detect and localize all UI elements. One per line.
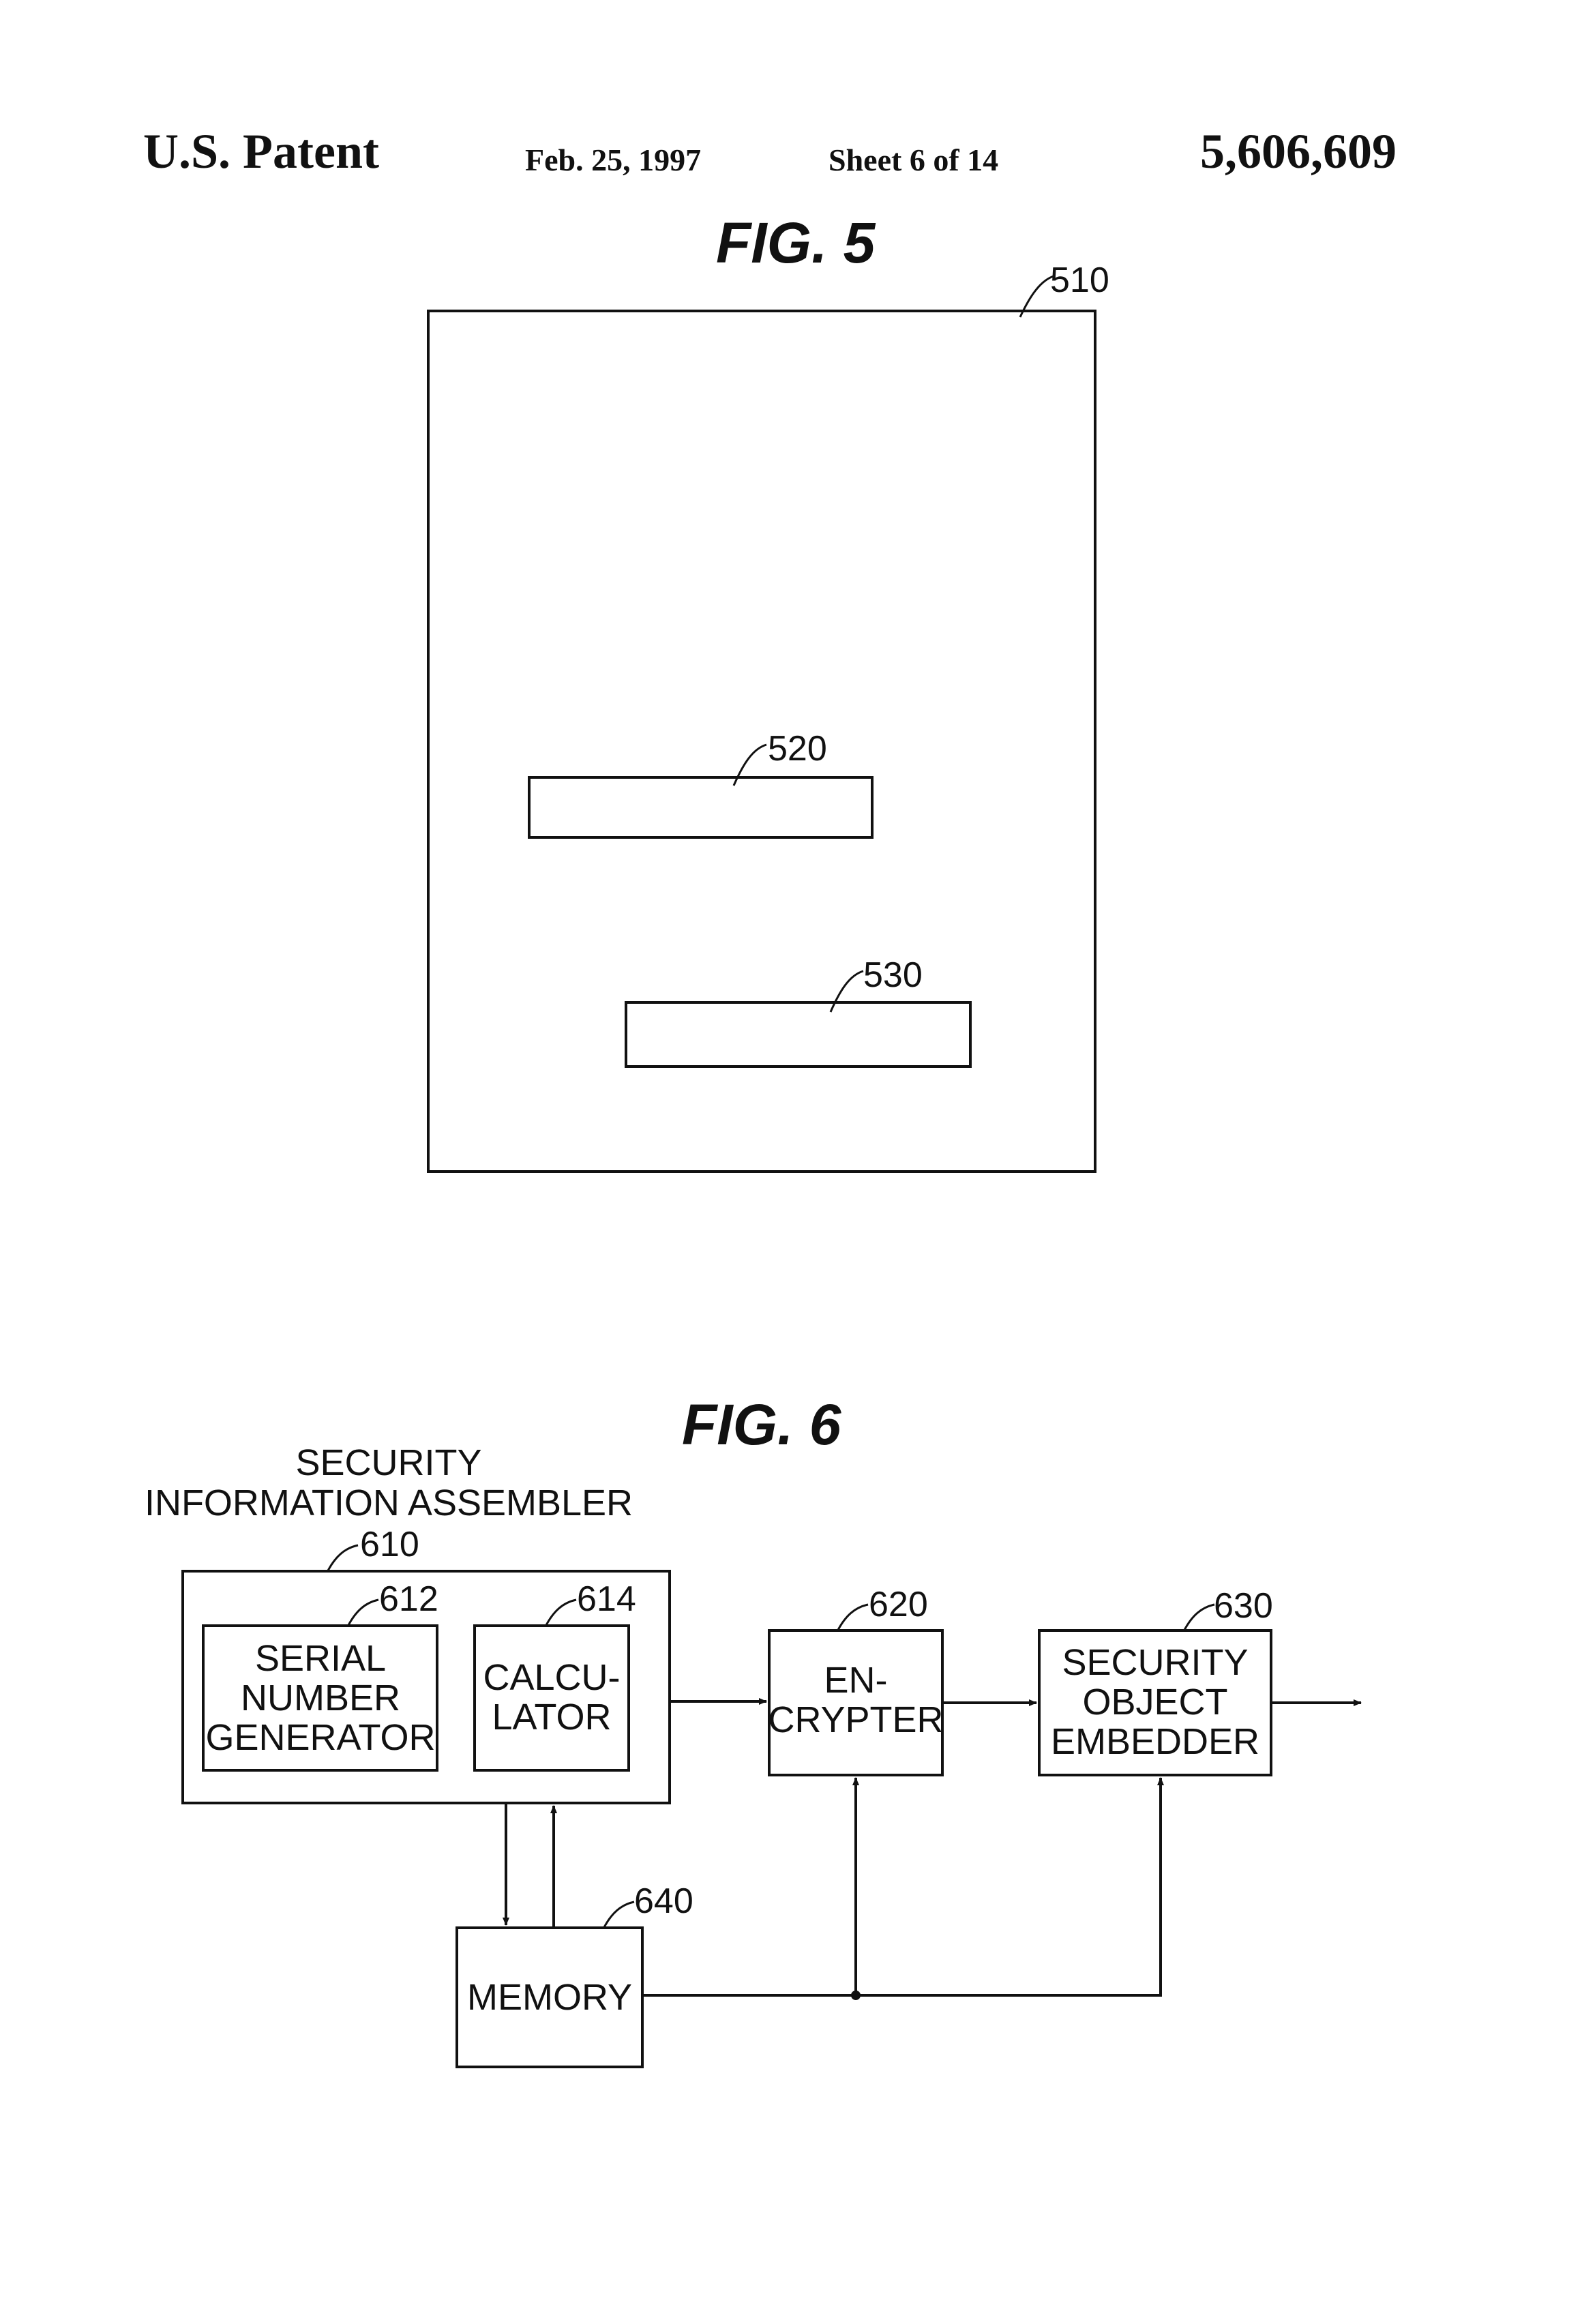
serial-label-line3: GENERATOR <box>205 1717 435 1758</box>
leader-612 <box>348 1600 378 1626</box>
ref-510: 510 <box>1050 260 1109 300</box>
leader-530 <box>831 971 863 1012</box>
embedder-label-line1: SECURITY <box>1062 1642 1248 1683</box>
leader-610 <box>327 1545 358 1572</box>
leader-614 <box>546 1600 576 1626</box>
calculator-label-line2: LATOR <box>492 1697 611 1738</box>
figure-6: FIG. 6 SECURITY INFORMATION ASSEMBLER 61… <box>145 1392 1361 2067</box>
leader-520 <box>734 745 766 786</box>
document-outline <box>428 311 1095 1172</box>
ref-640: 640 <box>634 1881 693 1921</box>
calculator-label-line1: CALCU- <box>483 1657 620 1698</box>
upper-region-box <box>529 777 872 837</box>
figure-5: FIG. 5 510 520 530 <box>428 211 1109 1172</box>
leader-620 <box>837 1605 868 1631</box>
serial-label-line1: SERIAL <box>255 1638 386 1679</box>
encrypter-label-line2: CRYPTER <box>768 1699 943 1740</box>
lower-region-box <box>626 1002 970 1067</box>
fig6-title: FIG. 6 <box>682 1392 842 1457</box>
ref-620: 620 <box>869 1585 928 1624</box>
ref-520: 520 <box>768 729 827 769</box>
memory-label: MEMORY <box>467 1977 632 2018</box>
ref-630: 630 <box>1214 1586 1273 1626</box>
assembler-caption-line1: SECURITY <box>295 1442 481 1483</box>
embedder-label-line2: OBJECT <box>1082 1682 1227 1723</box>
leader-640 <box>603 1902 634 1928</box>
ref-612: 612 <box>379 1579 438 1619</box>
assembler-caption-line2: INFORMATION ASSEMBLER <box>145 1483 633 1523</box>
ref-530: 530 <box>863 955 923 995</box>
encrypter-label-line1: EN- <box>824 1660 888 1701</box>
fig5-title: FIG. 5 <box>716 211 876 275</box>
ref-610: 610 <box>360 1525 419 1564</box>
ref-614: 614 <box>577 1579 636 1619</box>
serial-label-line2: NUMBER <box>241 1678 400 1718</box>
leader-630 <box>1184 1605 1214 1631</box>
embedder-label-line3: EMBEDDER <box>1051 1721 1259 1762</box>
